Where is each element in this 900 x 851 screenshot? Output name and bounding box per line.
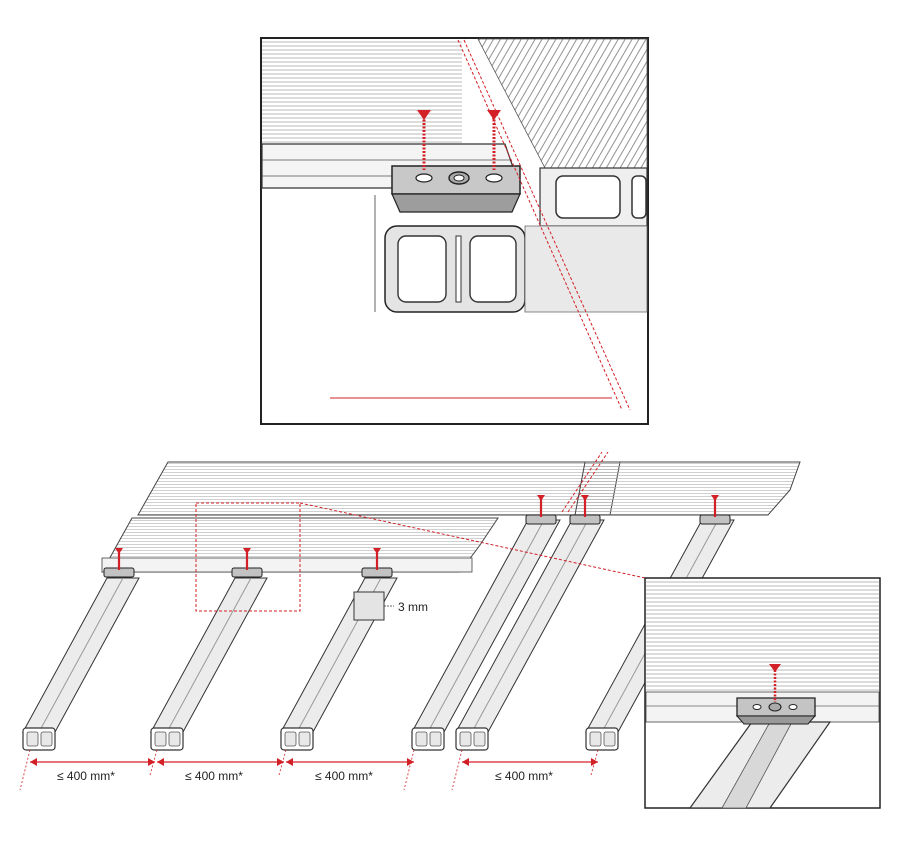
guide-line xyxy=(463,39,631,411)
spacing-label: ≤ 400 mm* xyxy=(315,769,373,783)
inset-screw xyxy=(769,664,781,702)
joint-guide xyxy=(561,451,603,513)
spacing-label: ≤ 400 mm* xyxy=(495,769,553,783)
spacing-dimension xyxy=(19,749,155,791)
clip-with-screw xyxy=(361,548,393,578)
guide-line xyxy=(457,39,623,411)
joist xyxy=(411,519,561,751)
clip-with-screw xyxy=(699,495,731,525)
clip-with-screw xyxy=(525,495,557,525)
screw-right xyxy=(487,110,501,170)
spacing-dimension xyxy=(451,749,599,791)
gap-marker xyxy=(353,591,385,621)
joist-profile xyxy=(374,195,648,313)
spacing-dimension xyxy=(149,749,284,776)
joist xyxy=(150,577,268,751)
joist xyxy=(455,519,605,751)
left-board-top xyxy=(262,39,462,144)
spacing-label: ≤ 400 mm* xyxy=(185,769,243,783)
clip-with-screw xyxy=(231,548,263,578)
spacing-dimension xyxy=(278,749,415,791)
inset-clip xyxy=(735,697,817,725)
inset-board-top xyxy=(646,579,879,692)
zoom-connector xyxy=(299,502,646,579)
zoom-inset-panel xyxy=(644,577,881,809)
deck-board xyxy=(574,461,801,516)
fastening-clip xyxy=(391,165,521,213)
zoom-region xyxy=(195,502,301,612)
joist xyxy=(22,577,140,751)
right-board-profile xyxy=(539,167,648,227)
spacing-label: ≤ 400 mm* xyxy=(57,769,115,783)
deck-board xyxy=(137,461,621,516)
top-detail-panel xyxy=(260,37,649,425)
screw-left xyxy=(417,110,431,170)
joint-guide xyxy=(567,451,609,513)
clip-with-screw xyxy=(103,548,135,578)
clip-with-screw xyxy=(569,495,601,525)
gap-label: 3 mm xyxy=(398,600,428,614)
